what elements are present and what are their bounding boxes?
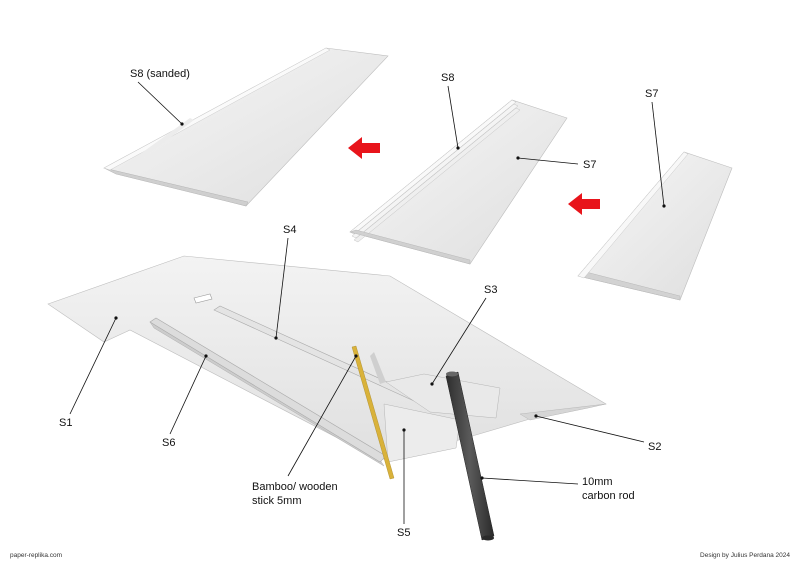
label-s8: S8 [441,72,454,84]
label-bamboo-line2: stick 5mm [252,495,302,507]
footer-credit: Design by Julius Perdana 2024 [700,552,790,559]
label-carbon-line2: carbon rod [582,490,635,502]
label-s2: S2 [648,441,661,453]
label-s4: S4 [283,224,296,236]
label-s7-right: S7 [645,88,658,100]
bamboo-stick [351,345,395,480]
carbon-rod [445,371,495,541]
wingtip-s8-sanded [103,47,389,207]
label-s3: S3 [484,284,497,296]
arrow-left-upper [348,137,380,159]
label-s1: S1 [59,417,72,429]
label-bamboo-line1: Bamboo/ wooden [252,481,338,493]
wingtip-s7 [577,151,733,301]
label-s8-sanded: S8 (sanded) [130,68,190,80]
label-carbon-line1: 10mm [582,476,613,488]
wingtip-s8-s7-stack [349,99,568,265]
footer-website: paper-replika.com [10,552,62,559]
arrow-left-lower [568,193,600,215]
main-wing-panel [47,255,607,467]
label-s7-middle: S7 [583,159,596,171]
leader-lines [69,81,666,524]
label-s5: S5 [397,527,410,539]
label-s6: S6 [162,437,175,449]
